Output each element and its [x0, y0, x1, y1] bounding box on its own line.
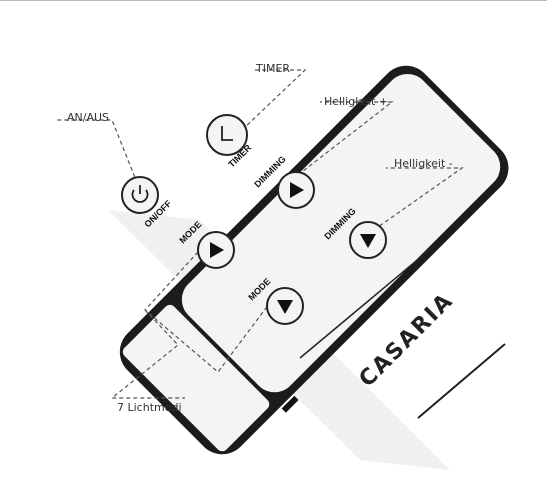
line-modes — [110, 251, 273, 399]
mode-lower-button[interactable] — [266, 287, 304, 325]
play-down-icon — [360, 234, 376, 248]
timer-button[interactable] — [206, 114, 248, 156]
mode-upper-button[interactable] — [197, 231, 235, 269]
dimming-down-button[interactable] — [349, 221, 387, 259]
remote-face — [181, 73, 501, 393]
line-brightness-up — [297, 101, 394, 176]
top-border — [0, 0, 547, 1]
remote-logo-panel — [122, 304, 270, 452]
callout-brightness-down: Helligkeit - — [394, 157, 453, 170]
callout-brightness-up: Helligkeit + — [324, 95, 389, 108]
remote-control — [119, 65, 509, 455]
on-off-button[interactable] — [121, 176, 159, 214]
callout-lines — [55, 69, 464, 399]
play-down-icon — [277, 300, 293, 314]
clock-icon — [221, 126, 233, 141]
callout-timer: TIMER — [256, 62, 291, 75]
line-timer — [241, 69, 307, 131]
line-on-off — [55, 119, 141, 191]
power-icon — [131, 185, 149, 203]
callout-light-modes: 7 Lichtmodi — [117, 401, 182, 414]
play-icon — [210, 242, 224, 258]
dimming-up-button[interactable] — [277, 171, 315, 209]
play-icon — [290, 182, 304, 198]
callout-on-off: AN/AUS — [67, 111, 110, 124]
line-brightness-down — [367, 167, 464, 235]
